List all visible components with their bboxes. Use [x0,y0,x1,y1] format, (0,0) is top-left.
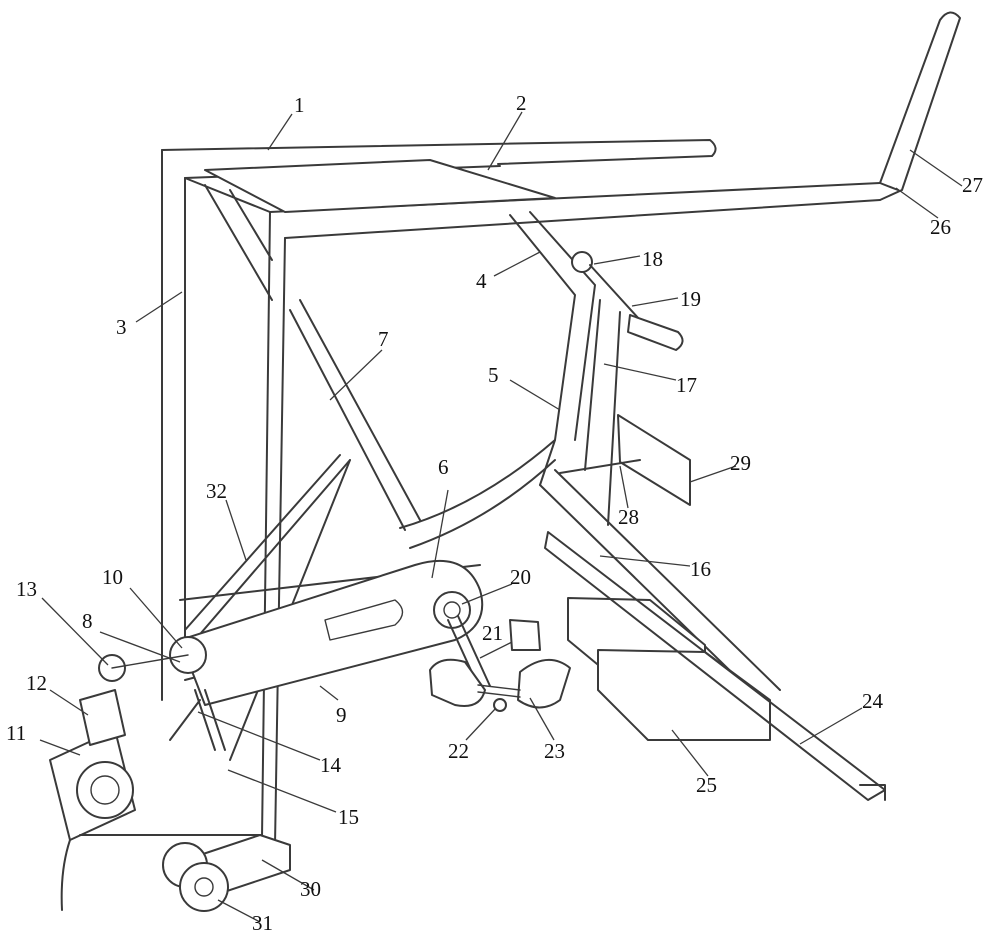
label-29: 29 [730,451,751,475]
label-16: 16 [690,557,711,581]
label-11: 11 [6,721,26,745]
label-18: 18 [642,247,663,271]
label-6: 6 [438,455,449,479]
label-2: 2 [516,91,527,115]
label-24: 24 [862,689,884,713]
label-19: 19 [680,287,701,311]
label-21: 21 [482,621,503,645]
label-10: 10 [102,565,123,589]
label-27: 27 [962,173,983,197]
label-30: 30 [300,877,321,901]
pedal-assembly [429,615,571,712]
label-26: 26 [930,215,951,239]
label-9: 9 [336,703,347,727]
motor-assembly [49,636,263,911]
label-4: 4 [476,269,487,293]
label-22: 22 [448,739,469,763]
label-28: 28 [618,505,639,529]
label-20: 20 [510,565,531,589]
label-12: 12 [26,671,47,695]
label-5: 5 [488,363,499,387]
reference-numerals: 1 2 3 4 5 6 7 8 9 10 11 12 13 14 15 16 1… [6,91,983,935]
label-3: 3 [116,315,127,339]
leader-lines [39,111,963,923]
label-8: 8 [82,609,93,633]
handle-assembly [559,251,691,506]
label-23: 23 [544,739,565,763]
label-7: 7 [378,327,389,351]
top-frame [161,11,961,239]
label-1: 1 [294,93,305,117]
label-31: 31 [252,911,273,935]
label-25: 25 [696,773,717,797]
weights-and-rail [544,531,886,801]
label-32: 32 [206,479,227,503]
label-14: 14 [320,753,342,777]
label-17: 17 [676,373,697,397]
label-13: 13 [16,577,37,601]
label-15: 15 [338,805,359,829]
base-and-wheels [162,834,291,912]
